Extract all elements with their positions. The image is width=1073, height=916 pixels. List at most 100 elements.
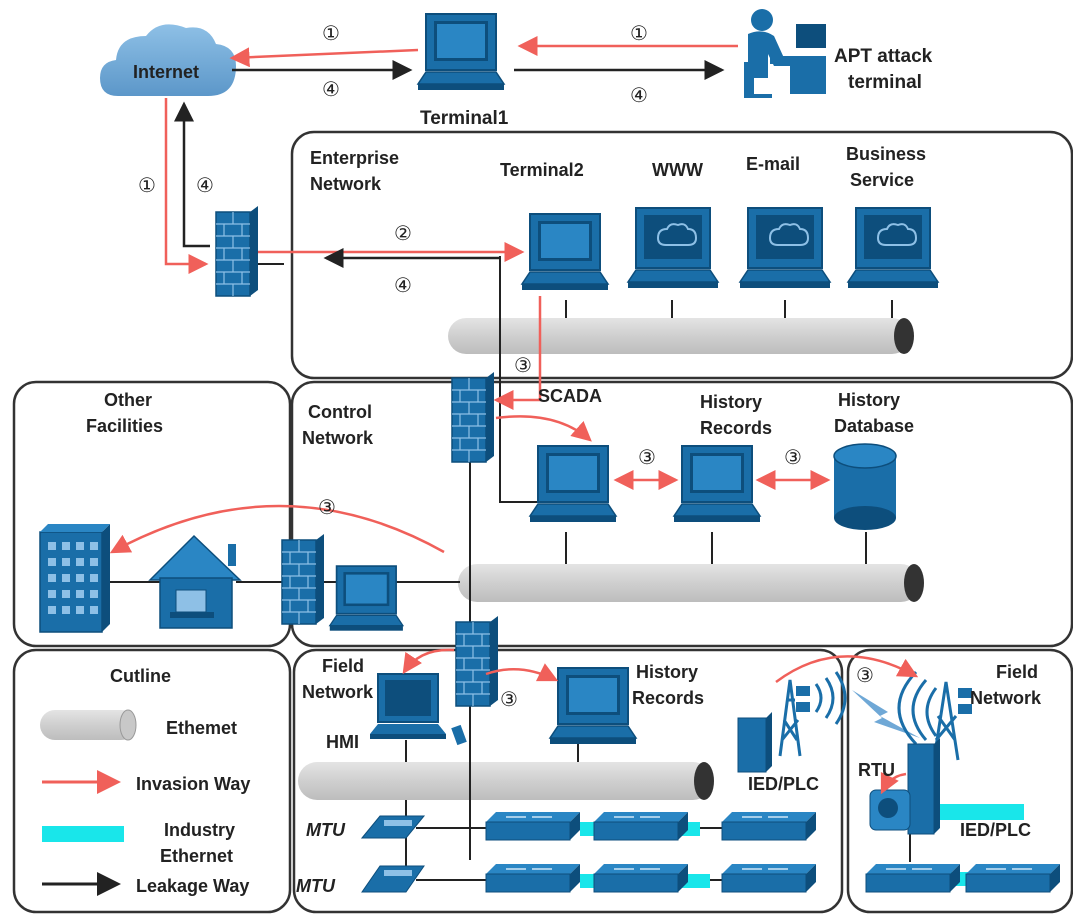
mtu-label: MTU bbox=[296, 876, 336, 896]
invasion-arrow-to-scada bbox=[495, 415, 592, 442]
other-facilities-label-line1: Other bbox=[104, 390, 152, 410]
rtu-label: RTU bbox=[858, 760, 895, 780]
step-marker: ③ bbox=[856, 663, 874, 687]
internet-cloud-icon bbox=[100, 24, 236, 96]
invasion-arrow-terminal2-to-control bbox=[493, 296, 542, 410]
invasion-arrow-internet-to-firewall bbox=[164, 98, 209, 274]
legend-leakage-label: Leakage Way bbox=[136, 876, 249, 896]
history-database-label-line2: Database bbox=[834, 416, 914, 436]
firewall-control-icon bbox=[451, 371, 495, 463]
legend-ethernet-swatch bbox=[40, 709, 137, 741]
switch-icon bbox=[865, 863, 961, 893]
hmi-computer-icon bbox=[328, 565, 404, 632]
business-service-label-line2: Service bbox=[850, 170, 914, 190]
house-icon bbox=[148, 534, 242, 629]
invasion-arrow-to-history-field bbox=[485, 663, 559, 682]
step-marker: ③ bbox=[784, 445, 802, 469]
business-service-server-icon bbox=[847, 207, 939, 289]
step-marker: ① bbox=[630, 21, 648, 45]
enterprise-network-box bbox=[290, 130, 1073, 380]
history-records-label-line2: Records bbox=[700, 418, 772, 438]
field-network-box bbox=[292, 648, 844, 914]
history-records-field-label-line1: History bbox=[636, 662, 698, 682]
step-marker: ③ bbox=[514, 353, 532, 377]
switch-icon bbox=[965, 863, 1061, 893]
switch-icon bbox=[485, 863, 581, 893]
invasion-arrow-terminal1-to-internet bbox=[229, 47, 419, 68]
history-records-field-computer-icon bbox=[549, 667, 637, 745]
invasion-arrow-to-hmi bbox=[402, 648, 455, 675]
terminal1-label: Terminal1 bbox=[420, 108, 509, 129]
history-records-computer-icon bbox=[673, 445, 761, 523]
control-network-label-line1: Control bbox=[308, 402, 372, 422]
firewall-field-icon bbox=[455, 615, 499, 707]
rtu-device-icon bbox=[869, 738, 940, 835]
ied-plc-tower-icon bbox=[737, 671, 847, 773]
building-icon bbox=[39, 524, 110, 633]
handheld-device-icon bbox=[451, 724, 467, 746]
control-network-box bbox=[290, 380, 1073, 648]
field-network-label-line2: Network bbox=[302, 682, 374, 702]
invasion-paths bbox=[109, 36, 919, 795]
mtu-device-icon bbox=[361, 865, 425, 893]
switch-icon bbox=[721, 863, 817, 893]
ied-plc-label: IED/PLC bbox=[748, 774, 819, 794]
step-marker: ③ bbox=[318, 495, 336, 519]
step-marker: ④ bbox=[630, 83, 648, 107]
apt-label-line2: terminal bbox=[848, 72, 922, 93]
control-ethernet-bus bbox=[458, 564, 924, 602]
legend-ethernet-label: Ethemet bbox=[166, 718, 237, 738]
scada-label: SCADA bbox=[538, 386, 602, 406]
firewall-internet-icon bbox=[215, 205, 259, 297]
step-marker: ④ bbox=[322, 77, 340, 101]
step-marker: ④ bbox=[394, 273, 412, 297]
step-marker: ③ bbox=[500, 687, 518, 711]
history-database-label-line1: History bbox=[838, 390, 900, 410]
invasion-arrow-to-field-network-2 bbox=[775, 655, 919, 684]
www-server-icon bbox=[627, 207, 719, 289]
leakage-arrow-firewall-to-internet bbox=[174, 101, 210, 248]
firewall-facilities-icon bbox=[281, 533, 325, 625]
hmi-terminal-icon bbox=[370, 673, 446, 739]
history-database-icon bbox=[833, 443, 897, 530]
legend-industry-label-line1: Industry bbox=[164, 820, 235, 840]
email-label: E-mail bbox=[746, 154, 800, 174]
invasion-arrow-to-rtu bbox=[880, 771, 907, 795]
wireless-link-icon bbox=[852, 690, 920, 738]
step-marker: ② bbox=[394, 221, 412, 245]
scada-computer-icon bbox=[529, 445, 617, 523]
enterprise-network-label-line2: Network bbox=[310, 174, 382, 194]
terminal1-computer-icon bbox=[417, 13, 505, 91]
apt-label-line1: APT attack bbox=[834, 46, 933, 67]
hmi-label: HMI bbox=[326, 732, 359, 752]
legend-title: Cutline bbox=[110, 666, 171, 686]
rtu-tower-icon bbox=[897, 670, 972, 761]
leakage-paths bbox=[174, 60, 725, 268]
step-marker: ③ bbox=[638, 445, 656, 469]
control-network-label-line2: Network bbox=[302, 428, 374, 448]
field-network-2-box bbox=[846, 648, 1073, 914]
switch-icon bbox=[721, 811, 817, 841]
legend-industry-label-line2: Ethernet bbox=[160, 846, 233, 866]
ied-plc-2-label: IED/PLC bbox=[960, 820, 1031, 840]
other-facilities-label-line2: Facilities bbox=[86, 416, 163, 436]
mtu-label: MTU bbox=[306, 820, 346, 840]
field-ethernet-bus bbox=[298, 762, 714, 800]
legend-invasion-label: Invasion Way bbox=[136, 774, 250, 794]
history-records-field-label-line2: Records bbox=[632, 688, 704, 708]
terminal2-label: Terminal2 bbox=[500, 160, 584, 180]
field-network-2-label-line2: Network bbox=[970, 688, 1042, 708]
history-records-label-line1: History bbox=[700, 392, 762, 412]
legend-industry-ethernet-swatch bbox=[42, 826, 124, 842]
enterprise-ethernet-bus bbox=[448, 318, 914, 354]
switch-icon bbox=[485, 811, 581, 841]
step-marker: ① bbox=[138, 173, 156, 197]
terminal2-computer-icon bbox=[521, 213, 609, 291]
email-server-icon bbox=[739, 207, 831, 289]
invasion-arrow-to-other-facilities bbox=[109, 504, 445, 554]
field-network-2-label-line1: Field bbox=[996, 662, 1038, 682]
enterprise-network-label-line1: Enterprise bbox=[310, 148, 399, 168]
switch-icon bbox=[593, 811, 689, 841]
step-marker: ① bbox=[322, 21, 340, 45]
